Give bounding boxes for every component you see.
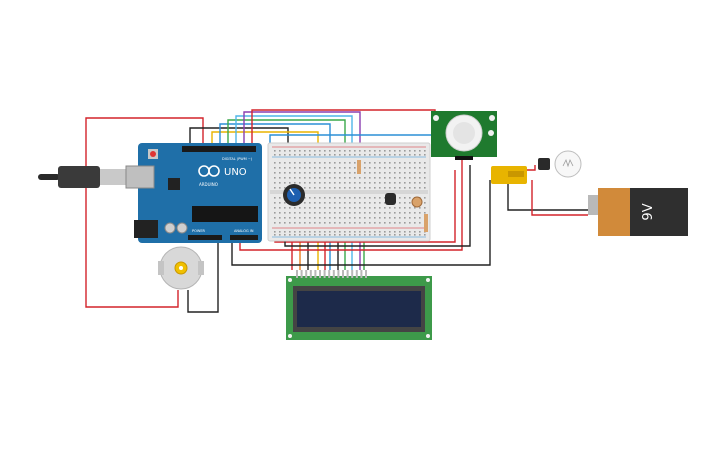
board-analog-label: ANALOG IN — [234, 229, 254, 233]
motor-end-right — [198, 261, 204, 275]
arduino-uno[interactable]: UNO ARDUINO DIGITAL (PWM ~) POWER ANALOG… — [125, 143, 262, 243]
lcd-screen — [297, 291, 421, 327]
wire-black-motor — [187, 238, 219, 313]
battery-9v[interactable]: 9V — [588, 188, 688, 236]
resistor-top — [357, 160, 361, 174]
battery-body — [630, 188, 688, 236]
usb-port — [125, 165, 155, 189]
temp-sensor-body — [385, 193, 396, 205]
lcd-hole-br — [426, 334, 430, 338]
battery-top — [598, 188, 632, 236]
dc-motor[interactable] — [158, 246, 204, 290]
wire-black-relay — [507, 178, 588, 211]
power-jack — [134, 220, 158, 238]
photoresistor[interactable] — [411, 196, 428, 232]
wire-black-bottom — [231, 180, 491, 266]
analog-header — [230, 235, 258, 240]
pir-pot-2 — [489, 115, 495, 121]
motor-shaft-center — [179, 266, 183, 270]
breadboard-center-gap — [270, 190, 428, 194]
usb-plug-tip — [100, 169, 126, 185]
capacitor-2 — [176, 222, 188, 234]
resistor-body — [424, 214, 428, 232]
wire-black-top — [189, 127, 289, 152]
lcd-hole-tr — [426, 278, 430, 282]
bulb-base — [538, 158, 550, 170]
potentiometer[interactable] — [283, 184, 305, 206]
arduino-logo-icon — [198, 165, 220, 177]
wire-red-battery — [531, 180, 588, 216]
bulb-filament — [562, 158, 574, 168]
temperature-sensor[interactable] — [385, 193, 396, 205]
usb-cable — [38, 166, 126, 188]
board-power-label: POWER — [192, 229, 206, 233]
usb-cable-line — [38, 174, 60, 180]
wire-red-motor-loop — [85, 117, 204, 308]
lcd-16x2[interactable] — [286, 270, 432, 340]
motor-end-left — [158, 261, 164, 275]
light-bulb[interactable] — [538, 150, 582, 178]
pir-pot-3 — [488, 130, 494, 136]
board-digital-label: DIGITAL (PWM ~) — [222, 157, 253, 161]
battery-label: 9V — [641, 203, 656, 220]
power-header — [188, 235, 222, 240]
board-brand-text: ARDUINO — [199, 182, 218, 187]
pir-pins — [455, 156, 473, 160]
lcd-hole-tl — [288, 278, 292, 282]
usb-plug-body — [58, 166, 100, 188]
board-logo-text: UNO — [224, 167, 247, 178]
pir-pot-1 — [433, 115, 439, 121]
potentiometer-indicator — [289, 188, 295, 196]
battery-cap — [588, 195, 600, 215]
small-chip — [168, 178, 180, 190]
reset-button-cap — [150, 151, 156, 157]
bulb-glass — [554, 150, 582, 178]
atmega-chip — [192, 206, 258, 222]
pir-dome-inner — [453, 122, 475, 144]
wire-black-bottom2 — [284, 165, 471, 247]
capacitor-1 — [164, 222, 176, 234]
photoresistor-head — [411, 196, 423, 208]
lcd-hole-bl — [288, 334, 292, 338]
relay[interactable] — [491, 166, 527, 184]
lcd-pins — [296, 270, 367, 278]
digital-header — [182, 146, 256, 152]
relay-label-strip — [508, 171, 524, 177]
pir-motion-sensor[interactable] — [431, 111, 497, 160]
